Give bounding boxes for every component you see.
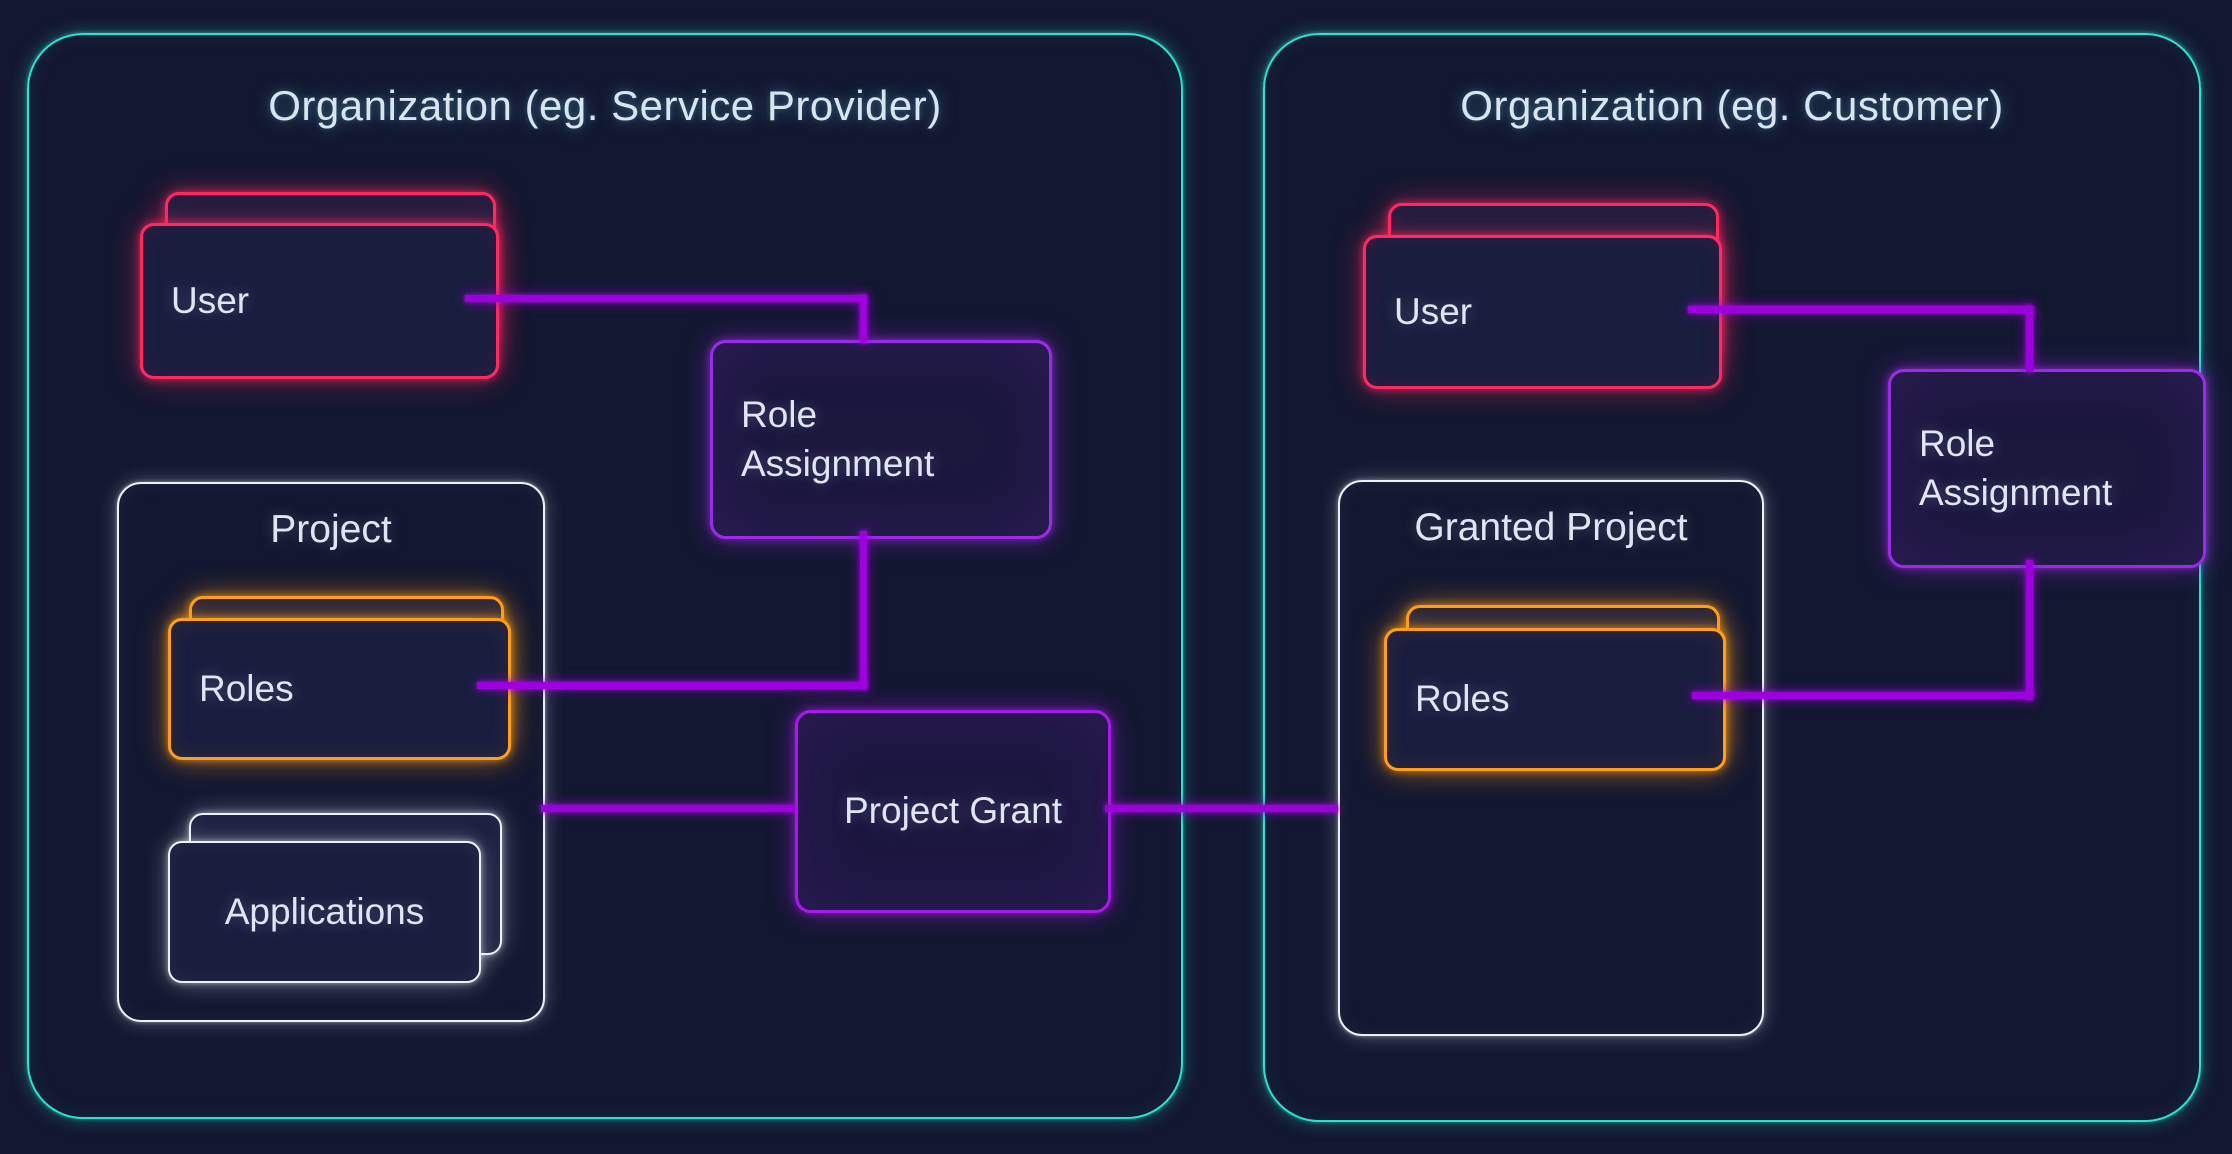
connector-user-to-role-assignment-vertical [860,295,867,343]
connector-project-to-project-grant [541,805,795,812]
granted-roles-card: Roles [1384,628,1726,771]
customer-role-assignment-card: Role Assignment [1888,369,2206,568]
connector-role-assignment-to-roles-vertical [860,531,867,689]
connector-user-to-role-assignment-horizontal [465,295,866,302]
customer-user-card: User [1363,235,1722,389]
granted-project-title: Granted Project [1414,506,1688,549]
customer-role-assignment-label: Role Assignment [1919,423,2113,513]
user-card: User [140,223,499,379]
connector-customer-role-assignment-to-roles-horizontal [1692,692,2033,699]
role-assignment-card: Role Assignment [710,340,1052,539]
granted-project-box: Granted Project [1338,480,1764,1036]
project-grant-label: Project Grant [844,790,1062,832]
project-box: Project [117,482,545,1022]
project-grant-card: Project Grant [795,710,1111,913]
customer-user-label: User [1394,290,1473,332]
connector-customer-role-assignment-to-roles-vertical [2026,560,2033,700]
connector-project-grant-to-granted-project [1105,805,1338,812]
applications-card: Applications [168,841,481,983]
roles-card: Roles [168,618,511,760]
org-customer-title: Organization (eg. Customer) [1460,82,2004,129]
granted-roles-label: Roles [1415,678,1510,720]
user-label: User [171,279,250,321]
connector-customer-user-to-role-assignment-vertical [2026,306,2033,372]
role-assignment-label: Role Assignment [741,394,935,484]
org-customer-box: Organization (eg. Customer) [1263,33,2201,1122]
project-title: Project [270,508,392,551]
connector-role-assignment-to-roles-horizontal [477,682,867,689]
org-service-provider-box: Organization (eg. Service Provider) [27,33,1183,1119]
org-service-provider-title: Organization (eg. Service Provider) [268,82,942,129]
connector-customer-user-to-role-assignment-horizontal [1688,306,2033,313]
applications-label: Applications [224,890,425,932]
roles-label: Roles [199,667,294,709]
